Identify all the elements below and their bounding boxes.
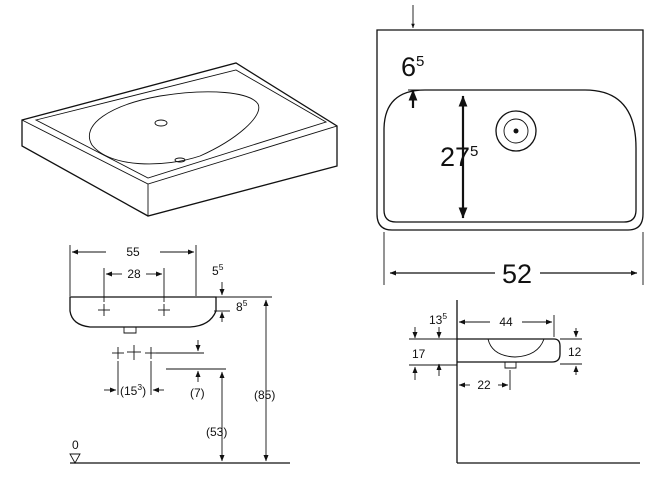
front-view: 55 28 55 85	[69, 245, 290, 464]
valve-marker-left	[112, 347, 124, 359]
valve-marker-right	[145, 347, 157, 359]
dim-side-depth: 44	[499, 315, 513, 329]
dim-offset: 65	[401, 52, 424, 82]
dim-wall-distance: 135	[429, 311, 447, 327]
dim-valve-height: (7)	[190, 386, 205, 400]
perspective-view	[21, 62, 338, 217]
tap-hole-left	[98, 304, 110, 316]
dim-total-height: (85)	[254, 388, 275, 402]
top-view: 65 275 52	[376, 5, 644, 289]
dim-install-height: (53)	[206, 425, 227, 439]
dim-rim: 55	[212, 262, 224, 278]
dim-waste-distance: 22	[477, 378, 491, 392]
dim-valve-spacing: (153)	[120, 382, 146, 398]
dim-depth: 275	[440, 142, 478, 172]
dim-width: 52	[502, 259, 532, 289]
dim-side-height-left: 17	[412, 347, 426, 361]
dim-thickness: 85	[236, 298, 248, 314]
dim-side-height-right: 12	[568, 345, 582, 359]
dim-front-width: 55	[126, 245, 140, 259]
tap-hole-right	[158, 304, 170, 316]
valve-marker-center	[127, 345, 141, 360]
floor-level: 0	[72, 438, 79, 452]
side-view: 135 44 17 12 22	[409, 300, 640, 464]
dim-tap-spacing: 28	[127, 267, 141, 281]
